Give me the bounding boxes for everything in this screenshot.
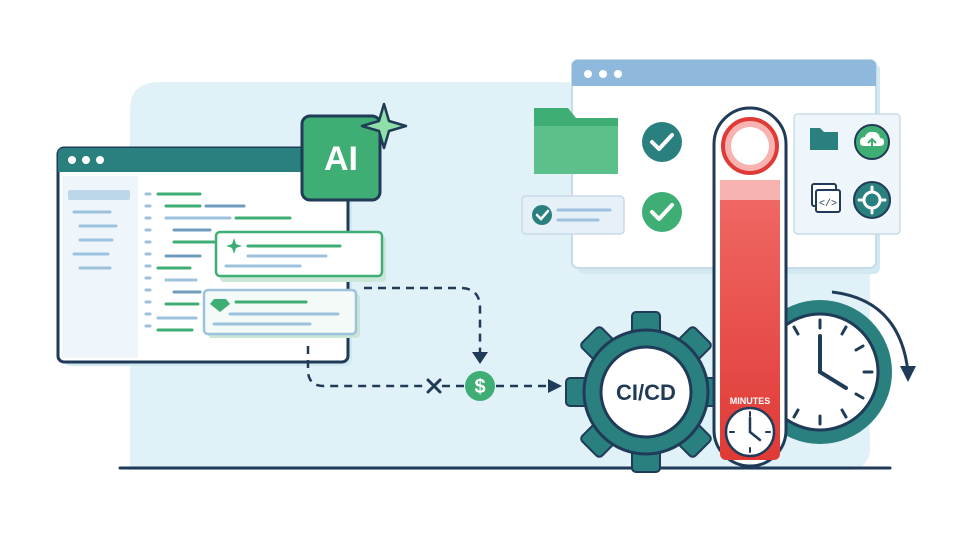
ai-badge: AI — [300, 102, 408, 202]
window-dot-icon — [96, 156, 104, 164]
sparkle-icon — [360, 102, 408, 150]
ai-badge-label: AI — [324, 140, 358, 178]
window-dot-icon — [584, 70, 592, 78]
check-circle-icon — [642, 122, 682, 162]
folder-icon — [810, 128, 838, 150]
minutes-thermometer: MINUTES — [712, 106, 788, 468]
window-dot-icon — [82, 156, 90, 164]
window-dot-icon — [68, 156, 76, 164]
gem-icon — [210, 299, 230, 312]
ai-suggestion-card — [214, 230, 386, 282]
sparkle-icon — [226, 238, 242, 254]
ai-suggestion-card — [202, 288, 360, 338]
rotate-arrow-icon — [831, 290, 910, 373]
window-dot-icon — [614, 70, 622, 78]
arrow-head-icon — [472, 352, 488, 364]
svg-text:$: $ — [474, 376, 485, 398]
check-circle-icon — [642, 192, 682, 232]
dollar-coin-icon: $ — [465, 371, 495, 401]
code-editor-window — [56, 146, 352, 366]
small-clock-icon — [724, 406, 776, 458]
arrow-head-icon — [548, 379, 562, 393]
pipeline-path — [306, 286, 548, 388]
task-list-item — [521, 195, 625, 235]
tools-panel: </> — [793, 113, 901, 235]
cloud-upload-icon — [854, 124, 890, 160]
arrow-head-icon — [900, 366, 916, 382]
svg-text:</>: </> — [819, 198, 837, 210]
window-dot-icon — [599, 70, 607, 78]
cicd-gear: CI/CD — [565, 311, 727, 473]
settings-gear-icon — [853, 181, 891, 219]
check-circle-icon — [532, 205, 552, 225]
minutes-label: MINUTES — [730, 396, 771, 406]
folder-icon — [534, 108, 618, 174]
cicd-label: CI/CD — [616, 380, 676, 405]
code-window-icon: </> — [811, 183, 841, 213]
x-mark-icon — [426, 378, 442, 394]
